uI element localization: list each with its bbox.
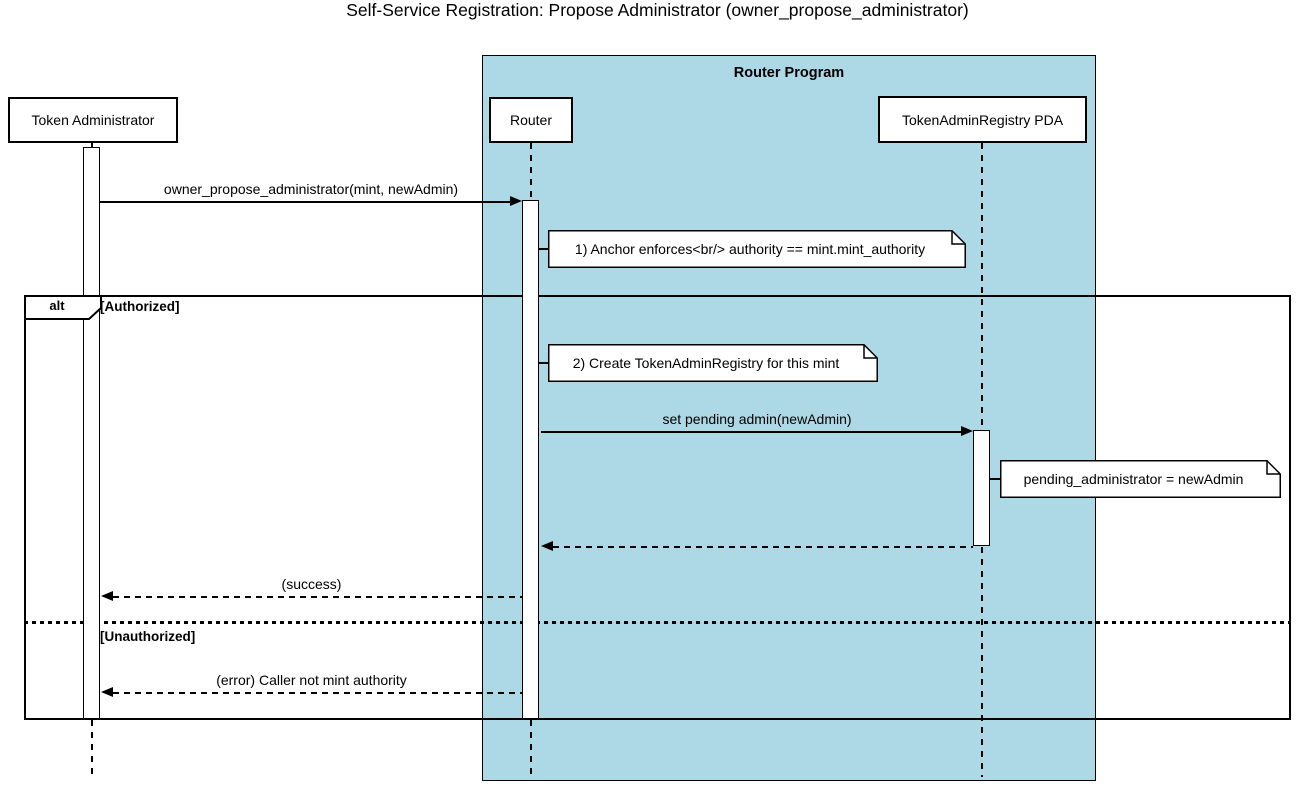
note-pending-admin-shape bbox=[1000, 460, 1281, 498]
participant-token-administrator: Token Administrator bbox=[8, 97, 178, 143]
lifeline-router bbox=[530, 143, 532, 200]
message-set-pending-line bbox=[541, 431, 963, 433]
participant-label: TokenAdminRegistry PDA bbox=[901, 111, 1064, 128]
message-set-pending-label: set pending admin(newAdmin) bbox=[662, 411, 852, 427]
participant-router: Router bbox=[489, 97, 573, 143]
lifeline-registry-pda bbox=[981, 143, 983, 430]
lifeline-token-administrator bbox=[91, 720, 93, 777]
message-error-label: (error) Caller not mint authority bbox=[216, 672, 407, 688]
note-create-registry-shape bbox=[548, 344, 878, 382]
lifeline-token-administrator bbox=[91, 143, 93, 147]
activation-token-administrator bbox=[83, 147, 100, 719]
note-create-registry: 2) Create TokenAdminRegistry for this mi… bbox=[572, 355, 840, 371]
guard-unauthorized: [Unauthorized] bbox=[100, 629, 196, 644]
arrowhead-left-icon bbox=[541, 541, 553, 551]
arrowhead-left-icon bbox=[101, 591, 113, 601]
note-pending-admin: pending_administrator = newAdmin bbox=[1023, 471, 1244, 487]
arrowhead-right-icon bbox=[510, 196, 522, 206]
message-error-line bbox=[113, 692, 522, 694]
message-success-line bbox=[113, 596, 522, 598]
participant-registry-pda: TokenAdminRegistry PDA bbox=[878, 96, 1087, 143]
return-registry-line bbox=[553, 546, 973, 548]
note-connector bbox=[539, 362, 548, 364]
alt-frame bbox=[24, 295, 1291, 720]
note-connector bbox=[990, 478, 1000, 480]
message-success-label: (success) bbox=[281, 576, 342, 592]
note-connector bbox=[539, 248, 548, 250]
note-anchor-enforces-shape bbox=[548, 230, 966, 268]
note-anchor-enforces: 1) Anchor enforces<br/> authority == min… bbox=[574, 241, 926, 257]
alt-operator-label: alt bbox=[49, 298, 65, 313]
message-propose-label: owner_propose_administrator(mint, newAdm… bbox=[163, 181, 459, 197]
arrowhead-right-icon bbox=[961, 426, 973, 436]
lifeline-registry-pda bbox=[981, 547, 983, 777]
lifeline-router bbox=[530, 720, 532, 777]
participant-label: Router bbox=[509, 112, 553, 128]
router-program-container bbox=[482, 55, 1096, 781]
router-program-label: Router Program bbox=[733, 65, 845, 81]
activation-registry-pda bbox=[973, 430, 990, 546]
diagram-title: Self-Service Registration: Propose Admin… bbox=[346, 0, 969, 20]
arrowhead-left-icon bbox=[101, 687, 113, 697]
alt-divider bbox=[24, 621, 1291, 624]
participant-label: Token Administrator bbox=[31, 112, 155, 128]
activation-router bbox=[522, 200, 539, 719]
alt-operator-pentagon bbox=[24, 295, 102, 320]
message-propose-line bbox=[100, 201, 512, 203]
guard-authorized: [Authorized] bbox=[100, 299, 180, 314]
